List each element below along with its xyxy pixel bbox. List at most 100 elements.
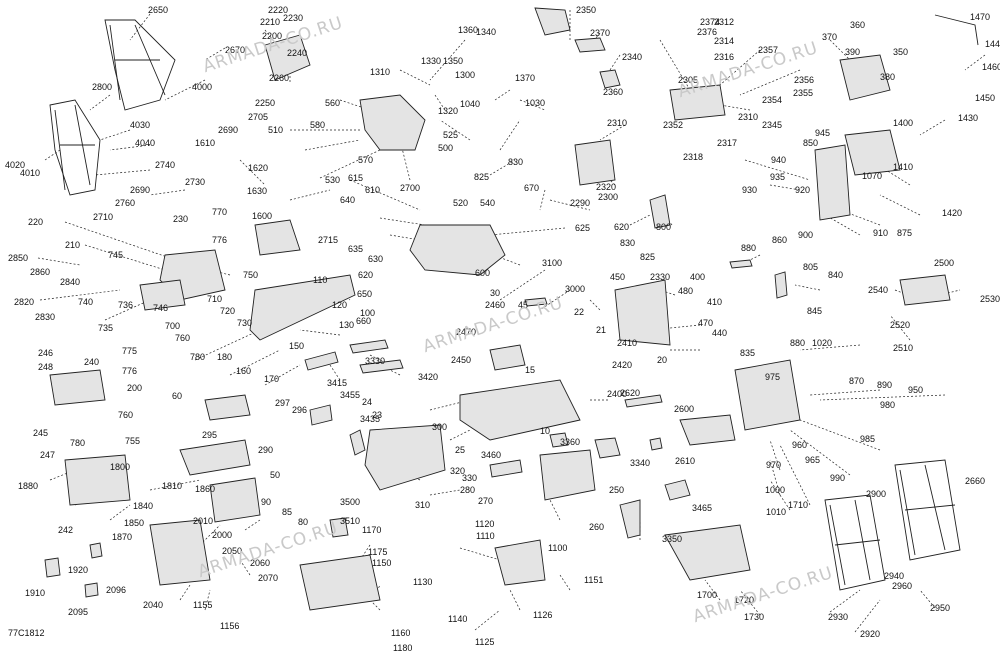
part-callout: 2730 [185,177,206,187]
part-callout: 295 [202,430,218,440]
part-callout: 1070 [862,171,883,181]
part-callout: 770 [212,207,228,217]
part-callout: 776 [122,366,138,376]
part-callout: 570 [358,155,374,165]
part-callout: 2352 [663,120,684,130]
part-callout: 940 [771,155,787,165]
part-callout: 2950 [930,603,951,613]
part-callout: 248 [38,362,54,372]
part-callout: 890 [877,380,893,390]
part-callout: 635 [348,244,364,254]
part-callout: 200 [127,383,143,393]
part-callout: 1910 [25,588,46,598]
part-callout: 960 [792,440,808,450]
part-callout: 380 [880,72,896,82]
part-callout: 1160 [391,628,411,638]
part-callout: 1150 [372,558,392,568]
part-callout: 2200 [262,31,283,41]
part-callout: 24 [362,397,373,407]
part-callout: 250 [609,485,625,495]
part-callout: 2690 [218,125,239,135]
part-callout: 776 [212,235,228,245]
part-callout: 1300 [455,70,476,80]
part-callout: 800 [656,222,672,232]
part-callout: 3340 [630,458,651,468]
part-callout: 830 [508,157,524,167]
part-callout: 245 [33,428,49,438]
part-callout: 2930 [828,612,849,622]
part-callout: 2760 [115,198,136,208]
part-callout: 15 [525,365,536,375]
part-callout: 775 [122,346,138,356]
part-callout: 1125 [475,637,495,647]
part-callout: 760 [118,410,134,420]
part-callout: 2260 [269,73,290,83]
part-callout: 2345 [762,120,783,130]
part-callout: 1370 [515,73,536,83]
part-callout: 2400 [607,389,628,399]
part-callout: 2530 [980,294,1000,304]
part-callout: 710 [207,294,223,304]
part-callout: 300 [432,422,448,432]
part-callout: 2420 [612,360,633,370]
part-callout: 2000 [212,530,233,540]
part-callout: 746 [153,303,169,313]
figure-code: 77C1812 [8,628,45,638]
part-callout: 2600 [674,404,695,414]
part-callout: 60 [172,391,183,401]
part-callout: 560 [325,98,341,108]
part-callout: 2354 [762,95,783,105]
part-callout: 650 [357,289,373,299]
part-callout: 1020 [812,338,833,348]
part-callout: 320 [450,466,466,476]
part-callout: 780 [190,352,206,362]
part-callout: 970 [766,460,782,470]
part-callout: 1100 [548,543,568,553]
part-callout: 2700 [400,183,421,193]
part-callout: 2900 [866,489,887,499]
part-callout: 1840 [133,501,154,511]
part-callout: 1610 [195,138,216,148]
part-callout: 975 [765,372,781,382]
part-callout: 2040 [143,600,164,610]
part-callout: 840 [828,270,844,280]
part-callout: 2800 [92,82,113,92]
part-callout: 1420 [942,208,963,218]
part-callout: 965 [805,455,821,465]
part-callout: 1860 [195,484,216,494]
part-callout: 1440 [985,39,1000,49]
part-callout: 2850 [8,253,29,263]
part-callout: 100 [360,308,376,318]
part-callout: 30 [490,288,501,298]
part-callout: 3435 [360,414,381,424]
part-callout: 2710 [93,212,114,222]
part-callout: 1175 [368,547,388,557]
part-callout: 2376 [697,27,718,37]
part-callout: 2290 [570,198,591,208]
part-callout: 2317 [717,138,738,148]
part-callout: 830 [620,238,636,248]
part-callout: 2357 [758,45,779,55]
part-callout: 1870 [112,532,133,542]
part-callout: 296 [292,405,308,415]
part-callout: 2310 [738,112,759,122]
part-callout: 720 [220,306,236,316]
part-callout: 90 [261,497,272,507]
part-callout: 1850 [124,518,145,528]
part-callout: 1430 [958,113,979,123]
part-callout: 120 [332,300,348,310]
part-callout: 945 [815,128,831,138]
part-callout: 2312 [714,17,735,27]
part-callout: 3460 [481,450,502,460]
part-callout: 900 [798,230,814,240]
part-callout: 615 [348,173,364,183]
part-callout: 470 [698,318,714,328]
part-callout: 950 [908,385,924,395]
part-callout: 1360 [458,25,479,35]
part-callout: 1180 [393,643,413,653]
part-callout: 740 [78,297,94,307]
part-callout: 2670 [225,45,246,55]
part-callout: 2095 [68,607,89,617]
part-callout: 2460 [485,300,506,310]
